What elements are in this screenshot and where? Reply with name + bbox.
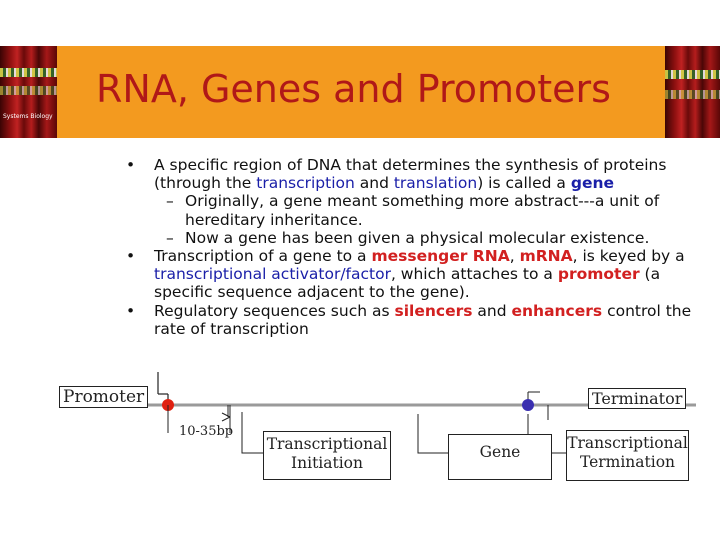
bullet-text: (a specific sequence adjacent to the gen… — [154, 265, 661, 302]
bullet-list: • A specific region of DNA that determine… — [112, 156, 692, 338]
bullet-text: control the rate of transcription — [154, 301, 692, 338]
bullet-text: enhancers — [511, 301, 603, 320]
bullet-item: •Regulatory sequences such as silencers … — [112, 302, 692, 338]
bullet-text: Regulatory sequences such as — [154, 301, 395, 320]
dna-banner-image-left: Systems Biology — [0, 46, 57, 138]
dna-banner-image-right — [665, 46, 720, 138]
title-banner — [0, 46, 720, 138]
terminator-label: Terminator — [588, 388, 687, 409]
sub-bullet-text: Now a gene has been given a physical mol… — [185, 228, 650, 247]
bullet-text: silencers — [394, 301, 473, 320]
bullet-text: promoter — [557, 265, 640, 284]
initiation-connector — [241, 412, 263, 454]
bullet-text: , is keyed by a — [572, 247, 685, 266]
spacer-arrow — [221, 405, 231, 422]
sub-bullet-dash: – — [166, 228, 174, 247]
bullet-text: transcription — [256, 174, 355, 193]
gene-box: Gene — [448, 434, 552, 480]
bullet-text: , which attaches to a — [390, 265, 558, 284]
bullet-dot: • — [126, 301, 136, 320]
sub-bullet-dash: – — [166, 192, 174, 211]
transcriptional-termination-box: Transcriptional Termination — [566, 430, 689, 481]
bullet-text: transcriptional activator/factor — [154, 265, 391, 284]
sub-bullet-text: Originally, a gene meant something more … — [185, 192, 660, 229]
spacer-label: 10-35bp — [179, 424, 234, 439]
gene-left-connector — [417, 414, 448, 454]
bullet-text: mRNA — [519, 247, 573, 266]
terminator-dot — [522, 399, 534, 411]
bullet-dot: • — [126, 156, 136, 174]
logo-caption: Systems Biology — [3, 113, 53, 120]
bullet-text: A specific region of DNA that determines… — [154, 156, 667, 193]
bullet-item: • Transcription of a gene to a messenger … — [112, 247, 692, 302]
slide-title: RNA, Genes and Promoters — [96, 67, 611, 111]
bullet-text: , — [509, 247, 520, 266]
bullet-text: and — [472, 301, 512, 320]
bullet-item: • A specific region of DNA that determine… — [112, 156, 692, 192]
bullet-text: gene — [570, 174, 614, 193]
bullet-text: messenger RNA — [371, 247, 510, 266]
sub-bullet-item: –Now a gene has been given a physical mo… — [112, 229, 692, 247]
promoter-label: Promoter — [59, 386, 149, 408]
sub-bullet-item: –Originally, a gene meant something more… — [112, 192, 692, 228]
bullet-text: translation — [393, 174, 478, 193]
transcriptional-initiation-box: Transcriptional Initiation — [263, 431, 391, 480]
bullet-text: ) is called a — [477, 174, 571, 193]
bullet-text: and — [354, 174, 394, 193]
bullet-text: Transcription of a gene to a — [154, 247, 372, 266]
bullet-dot: • — [126, 247, 136, 266]
